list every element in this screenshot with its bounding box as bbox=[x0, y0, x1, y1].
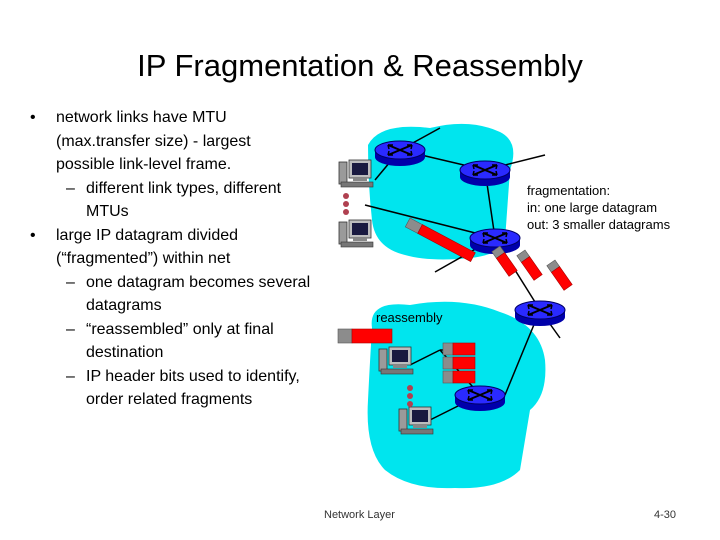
bullet-item-fragmented: • large IP datagram divided (“fragmented… bbox=[30, 224, 330, 271]
datagram-packet-icon bbox=[546, 259, 573, 291]
datagram-packet-icon bbox=[442, 342, 476, 384]
host-computer-icon bbox=[378, 346, 414, 375]
bullet-line: large IP datagram divided bbox=[56, 226, 239, 244]
datagram-packet-icon bbox=[337, 328, 393, 344]
router-icon bbox=[514, 300, 566, 327]
fragmentation-label: fragmentation: in: one large datagram ou… bbox=[527, 182, 670, 233]
host-computer-icon bbox=[338, 219, 374, 248]
fragmentation-label-line: in: one large datagram bbox=[527, 200, 658, 215]
sub-bullet-reassembled: – “reassembled” only at final destinatio… bbox=[30, 318, 330, 365]
bullet-line: possible link-level frame. bbox=[56, 156, 232, 173]
host-computer-icon bbox=[398, 406, 434, 435]
bullet-glyph: • bbox=[30, 226, 36, 244]
slide-title: IP Fragmentation & Reassembly bbox=[137, 48, 583, 83]
router-icon bbox=[459, 160, 511, 187]
datagram-packet-icon bbox=[491, 245, 518, 277]
datagram-packet-icon bbox=[404, 217, 476, 262]
fragmentation-label-line: out: 3 smaller datagrams bbox=[527, 217, 671, 232]
datagram-packet-icon bbox=[516, 249, 543, 281]
sub-bullet-line: destination bbox=[86, 344, 164, 361]
dash-glyph: – bbox=[66, 273, 75, 291]
router-icon bbox=[454, 385, 506, 412]
bullet-item-mtu: • network links have MTU (max.transfer s… bbox=[30, 106, 330, 177]
fragmentation-label-line: fragmentation: bbox=[527, 183, 611, 198]
footer-center: Network Layer bbox=[324, 509, 395, 521]
sub-bullet-several: – one datagram becomes several datagrams bbox=[30, 271, 330, 318]
bullet-line: (max.transfer size) - largest bbox=[56, 132, 251, 150]
bullet-list: • network links have MTU (max.transfer s… bbox=[30, 106, 330, 412]
sub-bullet-line: IP header bits used to identify, bbox=[86, 367, 300, 385]
footer-page-number: 4-30 bbox=[654, 509, 677, 521]
dash-glyph: – bbox=[66, 179, 75, 197]
sub-bullet-line: one datagram becomes several bbox=[86, 273, 311, 291]
bullet-line: network links have MTU bbox=[56, 109, 227, 126]
host-computer-icon bbox=[338, 159, 374, 188]
ellipsis-dots bbox=[343, 193, 413, 407]
sub-bullet-link-types: – different link types, different MTUs bbox=[30, 177, 330, 224]
sub-bullet-line: MTUs bbox=[86, 203, 129, 220]
sub-bullet-line: order related fragments bbox=[86, 391, 253, 408]
sub-bullet-line: different link types, different bbox=[86, 179, 282, 197]
sub-bullet-line: datagrams bbox=[86, 297, 162, 314]
sub-bullet-header-bits: – IP header bits used to identify, order… bbox=[30, 365, 330, 412]
dash-glyph: – bbox=[66, 367, 75, 385]
reassembly-label: reassembly bbox=[376, 310, 443, 325]
bullet-line: (“fragmented”) within net bbox=[56, 250, 231, 267]
router-icon bbox=[374, 140, 426, 167]
sub-bullet-line: “reassembled” only at final bbox=[86, 320, 274, 338]
bullet-glyph: • bbox=[30, 109, 36, 126]
dash-glyph: – bbox=[66, 320, 75, 338]
